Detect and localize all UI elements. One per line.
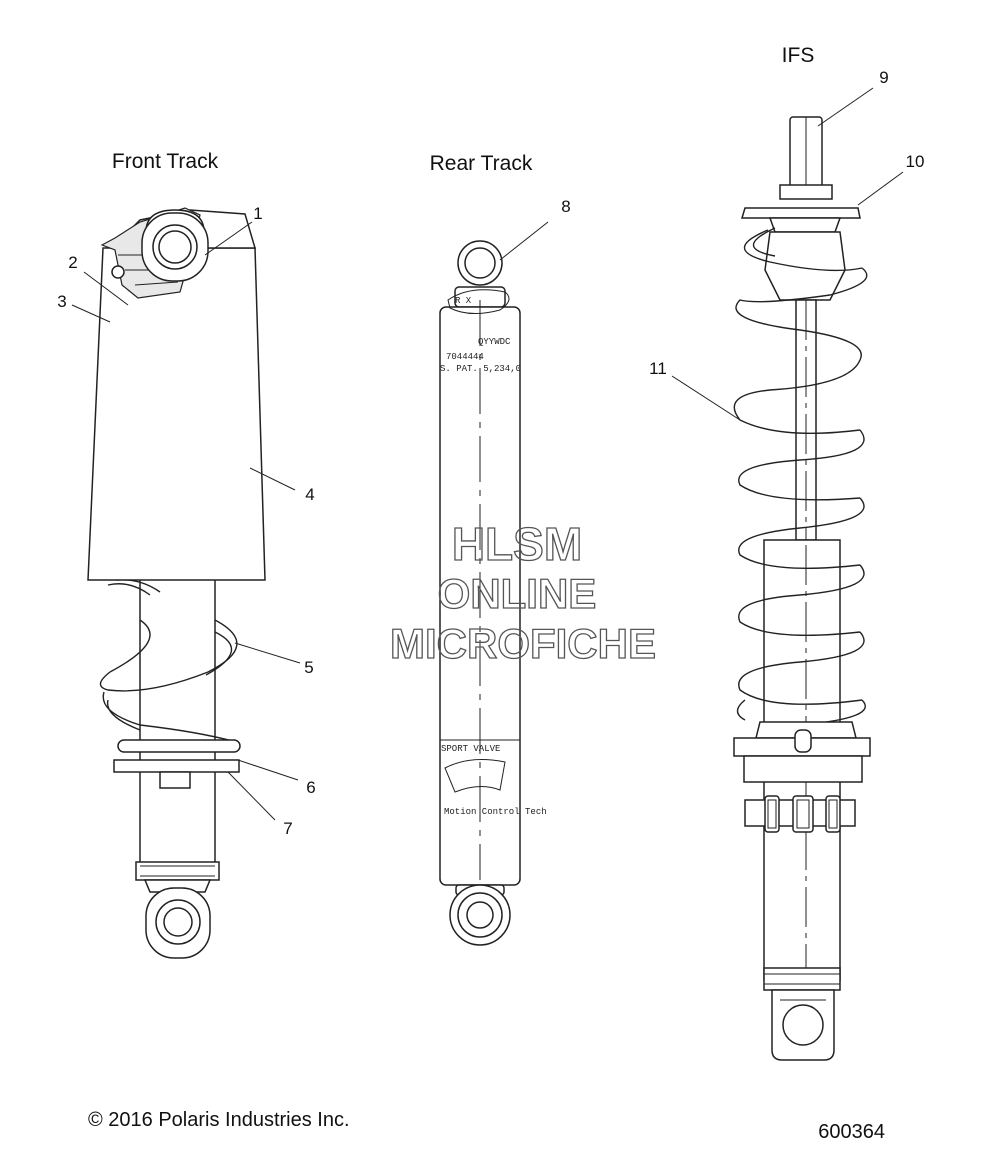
rear-shock-tagline: Motion Control Tech xyxy=(444,807,547,817)
rear-track-shock: R X QYYWDC 7044444 S. PAT. 5,234,0 SPORT… xyxy=(439,240,547,946)
callout-7: 7 xyxy=(283,819,292,838)
callout-5: 5 xyxy=(304,658,313,677)
front-shock-knurl xyxy=(135,861,220,881)
front-track-shock xyxy=(87,207,266,959)
ifs-shock-lower-collar xyxy=(733,721,871,783)
callout-10: 10 xyxy=(906,152,925,171)
figure-number: 600364 xyxy=(818,1121,885,1143)
rear-shock-stamp-line2: 7044444 xyxy=(446,352,484,362)
ifs-shock-bumpstop xyxy=(764,231,846,301)
watermark-line2: ONLINE xyxy=(438,570,597,617)
front-shock-collar xyxy=(113,739,241,789)
callout-3: 3 xyxy=(57,292,66,311)
ifs-shock-spring xyxy=(733,227,868,726)
rear-track-title: Rear Track xyxy=(430,152,533,175)
ifs-shock xyxy=(733,116,871,1061)
front-shock-lower-eyelet xyxy=(145,887,211,959)
watermark: HLSM ONLINE MICROFICHE xyxy=(389,517,656,667)
front-shock-upper-eyelet xyxy=(141,209,209,282)
callout-8: 8 xyxy=(561,197,570,216)
rear-shock-stamp-line1: QYYWDC xyxy=(478,337,511,347)
front-shock-can xyxy=(87,247,266,581)
rear-shock-valve-label: SPORT VALVE xyxy=(441,744,500,754)
callout-6: 6 xyxy=(306,778,315,797)
ifs-shock-adjuster xyxy=(744,795,856,833)
svg-text:R X: R X xyxy=(455,296,472,306)
front-shock-body xyxy=(139,574,216,876)
watermark-line1: HLSM xyxy=(452,518,582,570)
callout-1: 1 xyxy=(253,204,262,223)
callout-numbers: 1 2 3 4 5 6 7 8 9 10 11 xyxy=(57,68,924,838)
ifs-shock-upper-seat xyxy=(740,207,861,219)
front-shock-spring xyxy=(99,579,238,743)
ifs-title: IFS xyxy=(782,44,815,67)
watermark-line3: MICROFICHE xyxy=(390,620,656,667)
callout-4: 4 xyxy=(305,485,314,504)
copyright-text: © 2016 Polaris Industries Inc. xyxy=(88,1109,350,1131)
callout-11: 11 xyxy=(649,359,667,378)
front-shock-oring xyxy=(111,265,125,279)
rear-shock-logo: R X xyxy=(447,289,510,314)
rear-shock-decal-graphic xyxy=(444,759,506,793)
front-track-title: Front Track xyxy=(112,150,219,173)
callout-9: 9 xyxy=(879,68,888,87)
callout-2: 2 xyxy=(68,253,77,272)
callout-leaders xyxy=(71,87,904,821)
rear-shock-stamp-line3: S. PAT. 5,234,0 xyxy=(440,364,521,374)
